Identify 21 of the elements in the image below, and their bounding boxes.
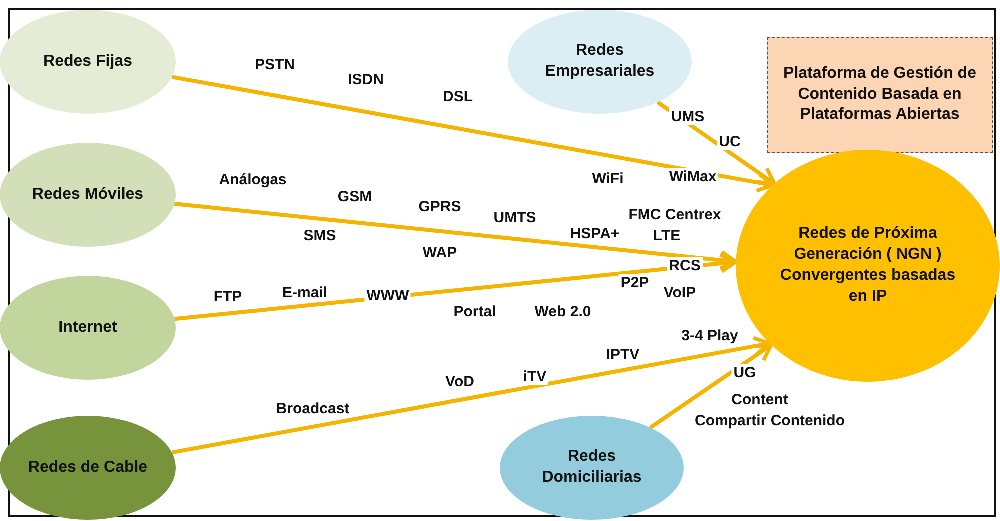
node-label: Redes de Próxima Generación ( NGN ) Convergentes basadas en IP [779, 224, 957, 307]
technology-label: iTV [521, 368, 549, 386]
technology-label: UC [717, 134, 743, 150]
technology-label: E-mail [280, 284, 330, 302]
technology-label: Compartir Contenido [693, 412, 847, 430]
node-label: Redes de Cable [28, 458, 148, 478]
arrow [174, 202, 738, 271]
node-label: Redes Móviles [32, 184, 144, 205]
technology-label: WWW [364, 288, 412, 304]
node-label: Internet [58, 318, 118, 338]
node-label: Redes Domiciliarias [541, 447, 643, 488]
node-label: Plataforma de Gestión de Contenido Basada en Plataformas Abiertas [782, 64, 978, 126]
arrow [172, 75, 775, 193]
node-label: Redes Empresariales [544, 41, 656, 82]
technology-label: UMS [669, 108, 707, 126]
platform-box [767, 37, 993, 153]
technology-label: Análogas [217, 172, 289, 188]
arrow [172, 336, 772, 455]
technology-label: 3-4 Play [680, 328, 740, 344]
arrow [649, 343, 774, 430]
node-label: Redes Fijas [44, 52, 132, 72]
